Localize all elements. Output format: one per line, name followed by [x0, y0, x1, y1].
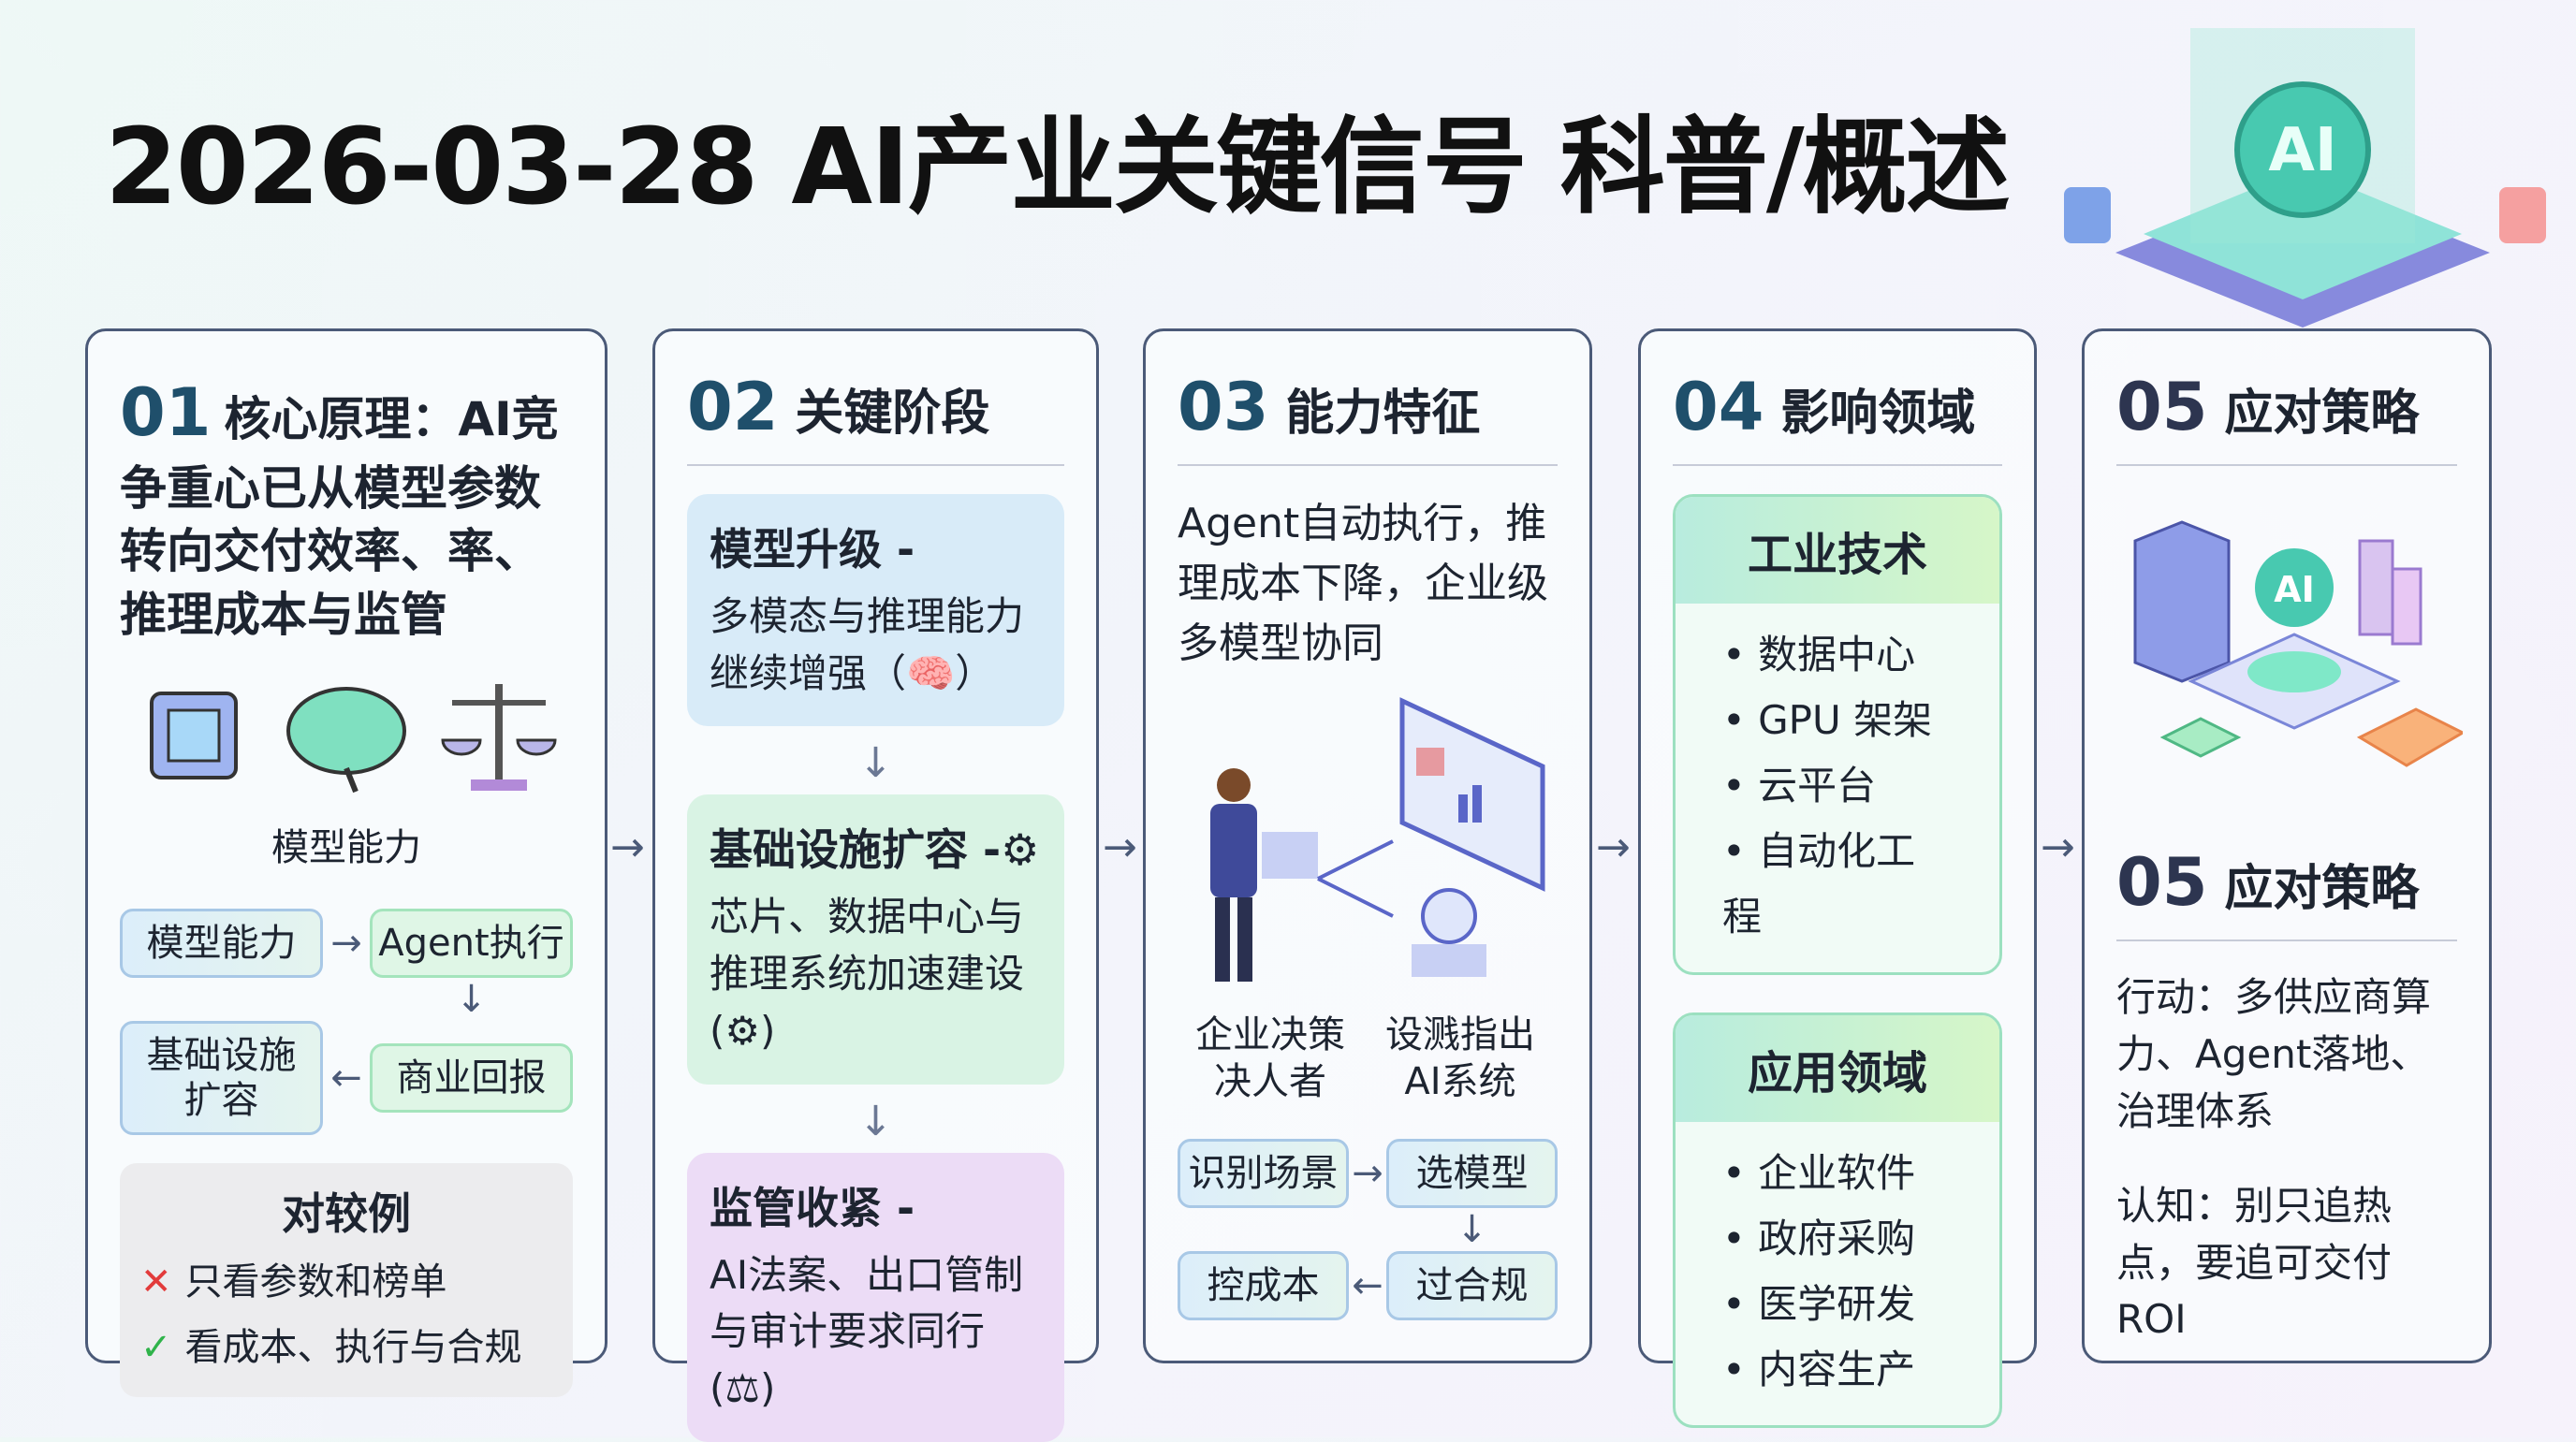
capability-text: Agent自动执行，推理成本下降，企业级多模型协同 [1178, 500, 1548, 667]
stage-title: 基础设施扩容 -⚙ [710, 824, 1040, 876]
role-label: 设溅指出AI系统 [1385, 1013, 1535, 1104]
value-flow: 模型能力→Agent执行 ↓ 基础设施扩容←商业回报 [120, 909, 573, 1135]
flow-step: 选模型 [1386, 1139, 1558, 1209]
cross-icon: ✕ [140, 1260, 185, 1304]
good-example: 看成本、执行与合规 [184, 1326, 522, 1369]
arrow-right-icon: → [1596, 823, 1631, 871]
section-heading: 关键阶段 [795, 386, 990, 442]
flow-step: 识别场景 [1178, 1139, 1349, 1209]
stage-text: 多模态与推理能力继续增强（🧠） [710, 592, 1025, 696]
ai-badge-text: AI [2268, 116, 2336, 185]
arrow-down-icon: ↓ [455, 978, 488, 1021]
role-label: 企业决策决人者 [1195, 1013, 1345, 1104]
arrow-down-icon: ↓ [858, 739, 893, 788]
box-title: 应用领域 [1676, 1015, 1999, 1122]
list-item: 内容生产 [1722, 1337, 1953, 1403]
stage-card: 基础设施扩容 -⚙ 芯片、数据中心与推理系统加速建设(⚙) [687, 794, 1064, 1085]
arrow-right-icon: → [610, 823, 645, 871]
list-item: 数据中心 [1722, 622, 1953, 688]
bad-example: 只看参数和榜单 [184, 1260, 447, 1304]
ai-hero-illustration: AI [2064, 28, 2546, 328]
flow-step: 基础设施扩容 [120, 1021, 323, 1135]
arrow-left-icon: ← [1352, 1264, 1383, 1308]
comparison-title: 对较例 [282, 1188, 411, 1239]
stage-title: 模型升级 - [710, 524, 915, 575]
agent-illustration [1210, 697, 1545, 983]
flow-step: 控成本 [1178, 1251, 1349, 1321]
arrow-down-icon: ↓ [858, 1097, 893, 1145]
process-flow: 识别场景→选模型 ↓ 控成本←过合规 [1178, 1139, 1558, 1321]
arrow-right-icon: → [330, 922, 362, 965]
stage-title: 监管收紧 - [710, 1182, 915, 1233]
panel-capabilities: 03 能力特征 Agent自动执行，推理成本下降，企业级多模型协同 企业决策决人者… [1143, 328, 1592, 1363]
section-number: 03 [1178, 369, 1269, 445]
arrow-right-icon: → [1352, 1152, 1383, 1196]
stage-text: AI法案、出口管制与审计要求同行(⚖) [710, 1251, 1024, 1412]
arrow-right-icon: → [2041, 823, 2075, 871]
flow-step: Agent执行 [370, 909, 573, 978]
flow-step: 商业回报 [370, 1043, 573, 1113]
box-title: 工业技术 [1676, 497, 1999, 604]
list-item: 云平台 [1722, 753, 1953, 819]
list-item: 企业软件 [1722, 1141, 1953, 1206]
cognition-text: 认知：别只追热点，要追可交付ROI [2116, 1182, 2393, 1343]
section-number: 02 [687, 369, 779, 445]
list-item: 自动化工程 [1722, 819, 1953, 950]
brain-icon [286, 687, 406, 794]
section-heading: 影响领域 [1780, 386, 1976, 442]
flow-step: 模型能力 [120, 909, 323, 978]
comparison-box: 对较例 ✕ 只看参数和榜单 ✓ 看成本、执行与合规 [120, 1163, 573, 1397]
list-item: 医学研发 [1722, 1272, 1953, 1337]
list-item: GPU 架架 [1722, 688, 1953, 753]
arrow-right-icon: → [1103, 823, 1137, 871]
impact-box-applications: 应用领域 企业软件政府采购医学研发内容生产 [1673, 1012, 2002, 1428]
icons-caption: 模型能力 [271, 826, 421, 869]
scales-icon [441, 684, 557, 791]
section-heading: 能力特征 [1285, 386, 1481, 442]
impact-box-industry: 工业技术 数据中心GPU 架架云平台自动化工程 [1673, 494, 2002, 975]
check-icon: ✓ [140, 1326, 185, 1369]
list-item: 政府采购 [1722, 1206, 1953, 1272]
section-heading: 应对策略 [2224, 386, 2420, 442]
stage-card: 监管收紧 - AI法案、出口管制与审计要求同行(⚖) [687, 1152, 1064, 1442]
stage-card: 模型升级 - 多模态与推理能力继续增强（🧠） [687, 494, 1064, 727]
section-heading: 核心原理：AI竞争重心已从模型参数转向交付效率、率、推理成本与监管 [120, 392, 559, 642]
page-title: 2026-03-28 AI产业关键信号 科普/概述 [105, 107, 2011, 228]
subsection-heading: 应对策略 [2224, 861, 2420, 917]
subsection-number: 05 [2116, 844, 2208, 921]
panel-impact-areas: 04 影响领域 工业技术 数据中心GPU 架架云平台自动化工程 应用领域 企业软件… [1638, 328, 2037, 1428]
action-text: 行动：多供应商算力、Agent落地、治理体系 [2116, 974, 2432, 1134]
svg-text:AI: AI [2274, 569, 2315, 610]
section-number: 05 [2116, 369, 2208, 445]
section-number: 04 [1673, 369, 1764, 445]
panel-key-stages: 02 关键阶段 模型升级 - 多模态与推理能力继续增强（🧠） ↓ 基础设施扩容 -⚙… [652, 328, 1099, 1442]
chip-icon [150, 692, 238, 779]
datacenter-illustration: AI [2133, 520, 2466, 767]
section-number: 01 [120, 374, 212, 451]
flow-step: 过合规 [1386, 1251, 1558, 1321]
arrow-down-icon: ↓ [1456, 1208, 1488, 1252]
arrow-left-icon: ← [330, 1056, 362, 1100]
stage-text: 芯片、数据中心与推理系统加速建设(⚙) [710, 894, 1025, 1054]
